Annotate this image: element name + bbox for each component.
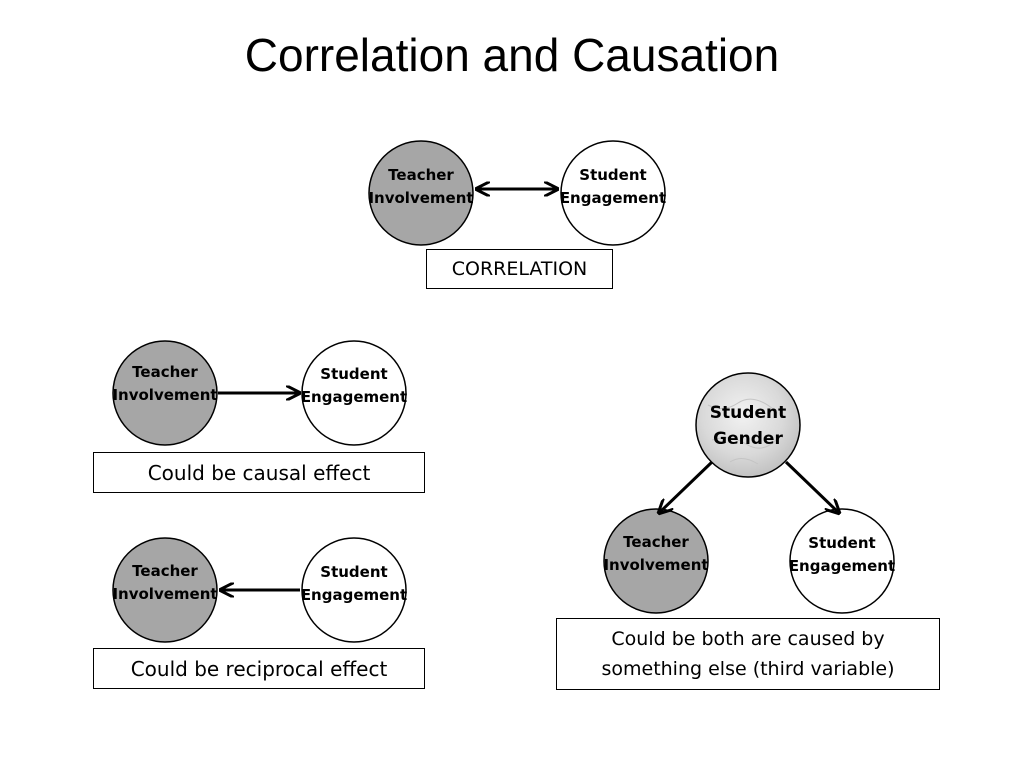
teacher-node-label-line2: Involvement: [603, 556, 708, 574]
correlation-group: Teacher Involvement Student Engagement: [368, 140, 666, 246]
student-node-label-line2: Engagement: [789, 557, 895, 575]
third-variable-group: Student Gender Teacher Involvement Stude…: [603, 372, 895, 614]
teacher-involvement-node: [368, 140, 474, 246]
reciprocal-caption: Could be reciprocal effect: [93, 648, 425, 689]
student-node-label-line2: Engagement: [301, 586, 407, 604]
student-node-label-line1: Student: [320, 563, 387, 581]
teacher-node-label-line1: Teacher: [388, 166, 454, 184]
causal-group: Teacher Involvement Student Engagement: [112, 340, 407, 446]
gender-node-label-line2: Gender: [713, 429, 783, 449]
teacher-node-label-line1: Teacher: [132, 562, 198, 580]
marble-texture: [707, 398, 777, 465]
gender-to-student-arrow: [784, 460, 838, 512]
teacher-node-label-line2: Involvement: [112, 386, 217, 404]
teacher-node-label-line1: Teacher: [623, 533, 689, 551]
student-node-label-line2: Engagement: [301, 388, 407, 406]
slide-title: Correlation and Causation: [244, 29, 780, 81]
third-variable-caption: Could be both are caused by something el…: [556, 618, 940, 690]
causal-caption: Could be causal effect: [93, 452, 425, 493]
teacher-node-label-line1: Teacher: [132, 363, 198, 381]
student-engagement-node: [301, 340, 407, 446]
teacher-involvement-node: [112, 340, 218, 446]
reciprocal-group: Teacher Involvement Student Engagement: [112, 537, 407, 643]
student-gender-node: [695, 372, 801, 478]
teacher-node-label-line2: Involvement: [112, 585, 217, 603]
student-engagement-node: [301, 537, 407, 643]
student-node-label-line2: Engagement: [560, 189, 666, 207]
teacher-involvement-node: [112, 537, 218, 643]
student-node-label-line1: Student: [808, 534, 875, 552]
student-node-label-line1: Student: [320, 365, 387, 383]
teacher-node-label-line2: Involvement: [368, 189, 473, 207]
gender-node-label-line1: Student: [710, 403, 786, 423]
third-variable-caption-line2: something else (third variable): [601, 658, 895, 680]
third-variable-caption-line1: Could be both are caused by: [611, 628, 885, 650]
correlation-caption: CORRELATION: [426, 249, 613, 289]
student-engagement-node: [560, 140, 666, 246]
gender-to-teacher-arrow: [660, 460, 714, 512]
student-node-label-line1: Student: [579, 166, 646, 184]
